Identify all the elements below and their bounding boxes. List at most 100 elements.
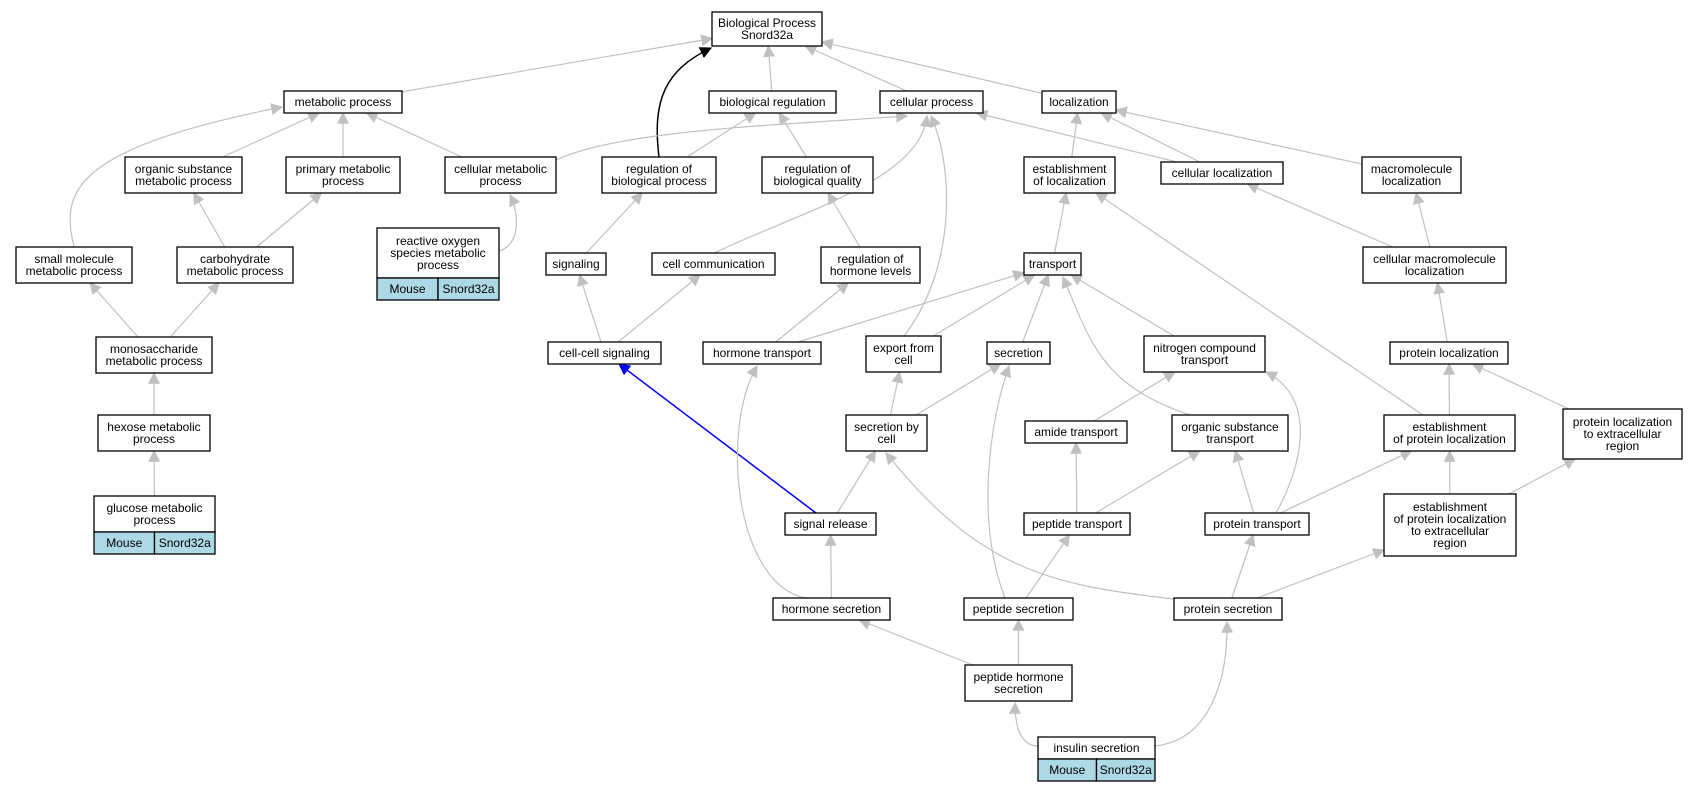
edge-signaling-to-regbio xyxy=(585,192,644,254)
term-node-protsec[interactable]: protein secretion xyxy=(1173,597,1283,621)
term-box xyxy=(963,597,1074,621)
term-box xyxy=(711,11,823,47)
term-node-hormsec[interactable]: hormone secretion xyxy=(772,597,891,621)
edge-protlocextra-to-protloc xyxy=(1471,363,1570,410)
term-box xyxy=(1362,246,1507,284)
term-label-line: establishment xyxy=(1413,500,1488,514)
term-box xyxy=(1171,414,1289,452)
term-node-peptrans[interactable]: peptide transport xyxy=(1023,512,1131,536)
edge-pepsec-to-peptrans xyxy=(1025,534,1071,599)
term-node-protloc[interactable]: protein localization xyxy=(1389,341,1509,365)
term-label-line: protein localization xyxy=(1399,346,1498,360)
edge-regbio-to-root xyxy=(656,47,713,158)
term-label-line: of protein localization xyxy=(1394,512,1507,526)
term-node-secretion[interactable]: secretion xyxy=(986,341,1051,365)
term-box xyxy=(376,227,500,279)
term-box xyxy=(651,252,776,276)
edge-monosac-to-carbo xyxy=(169,282,220,338)
term-label-line: transport xyxy=(1206,432,1254,446)
term-label-line: hormone secretion xyxy=(782,602,881,616)
term-box xyxy=(865,335,942,373)
term-label-line: cellular process xyxy=(890,95,973,109)
term-node-amide[interactable]: amide transport xyxy=(1024,420,1128,444)
term-label-line: monosaccharide xyxy=(110,342,198,356)
term-node-prottrans[interactable]: protein transport xyxy=(1204,512,1310,536)
term-node-bioreg[interactable]: biological regulation xyxy=(708,90,837,114)
term-box xyxy=(1361,156,1462,194)
term-label-line: establishment xyxy=(1412,420,1487,434)
edge-bioreg-to-root xyxy=(763,44,776,92)
term-node-cellproc[interactable]: cellular process xyxy=(879,90,984,114)
edge-regqual-to-bioreg xyxy=(778,111,807,158)
term-label-line: nitrogen compound xyxy=(1153,341,1256,355)
edge-cellmacroloc-to-cellloc xyxy=(1246,182,1394,248)
edge-smallmol-to-metabolic xyxy=(69,103,284,248)
term-node-sigrel[interactable]: signal release xyxy=(784,512,877,536)
term-label-line: cell xyxy=(894,353,912,367)
term-label-line: localization xyxy=(1049,95,1108,109)
term-node-signaling[interactable]: signaling xyxy=(545,252,607,276)
term-label-line: export from xyxy=(873,341,934,355)
edge-protsec-to-estprotlocextra xyxy=(1256,548,1386,599)
edge-prottrans-to-nitrogen xyxy=(1264,371,1301,514)
term-label-line: biological process xyxy=(611,174,706,188)
edge-cellproc-to-root xyxy=(804,44,907,92)
edge-secbycell-to-export xyxy=(889,370,904,416)
term-node-metabolic[interactable]: metabolic process xyxy=(283,90,403,114)
term-node-cellloc[interactable]: cellular localization xyxy=(1160,161,1284,185)
annotation-label: Snord32a xyxy=(159,536,211,550)
term-label-line: process xyxy=(417,258,459,272)
annotation-cell xyxy=(1095,758,1156,782)
term-label-line: metabolic process xyxy=(106,354,203,368)
term-label-line: process xyxy=(479,174,521,188)
edge-reghorm-to-regqual xyxy=(827,191,861,248)
term-label-line: regulation of xyxy=(837,252,904,266)
term-node-pepsec[interactable]: peptide secretion xyxy=(963,597,1074,621)
edge-prottrans-to-estprotloc xyxy=(1280,450,1413,514)
term-box xyxy=(1173,597,1283,621)
term-label-line: hexose metabolic xyxy=(107,420,200,434)
term-label-line: to extracellular xyxy=(1411,524,1489,538)
term-label-line: process xyxy=(133,432,175,446)
edge-peptrans-to-amide xyxy=(1070,441,1083,514)
term-box xyxy=(1024,420,1128,444)
term-node-transport[interactable]: transport xyxy=(1023,252,1082,276)
term-box xyxy=(601,156,717,194)
term-box xyxy=(97,414,211,452)
term-node-cellcell[interactable]: cell-cell signaling xyxy=(547,341,662,365)
term-box xyxy=(176,246,294,284)
term-box xyxy=(1023,512,1131,536)
term-box xyxy=(1041,90,1117,114)
term-node-cellcomm[interactable]: cell communication xyxy=(651,252,776,276)
term-label-line: cell communication xyxy=(662,257,764,271)
edge-cellmet-to-metabolic xyxy=(365,112,462,158)
term-node-hormtrans[interactable]: hormone transport xyxy=(702,341,822,365)
term-node-localization[interactable]: localization xyxy=(1041,90,1117,114)
term-box xyxy=(283,90,403,114)
